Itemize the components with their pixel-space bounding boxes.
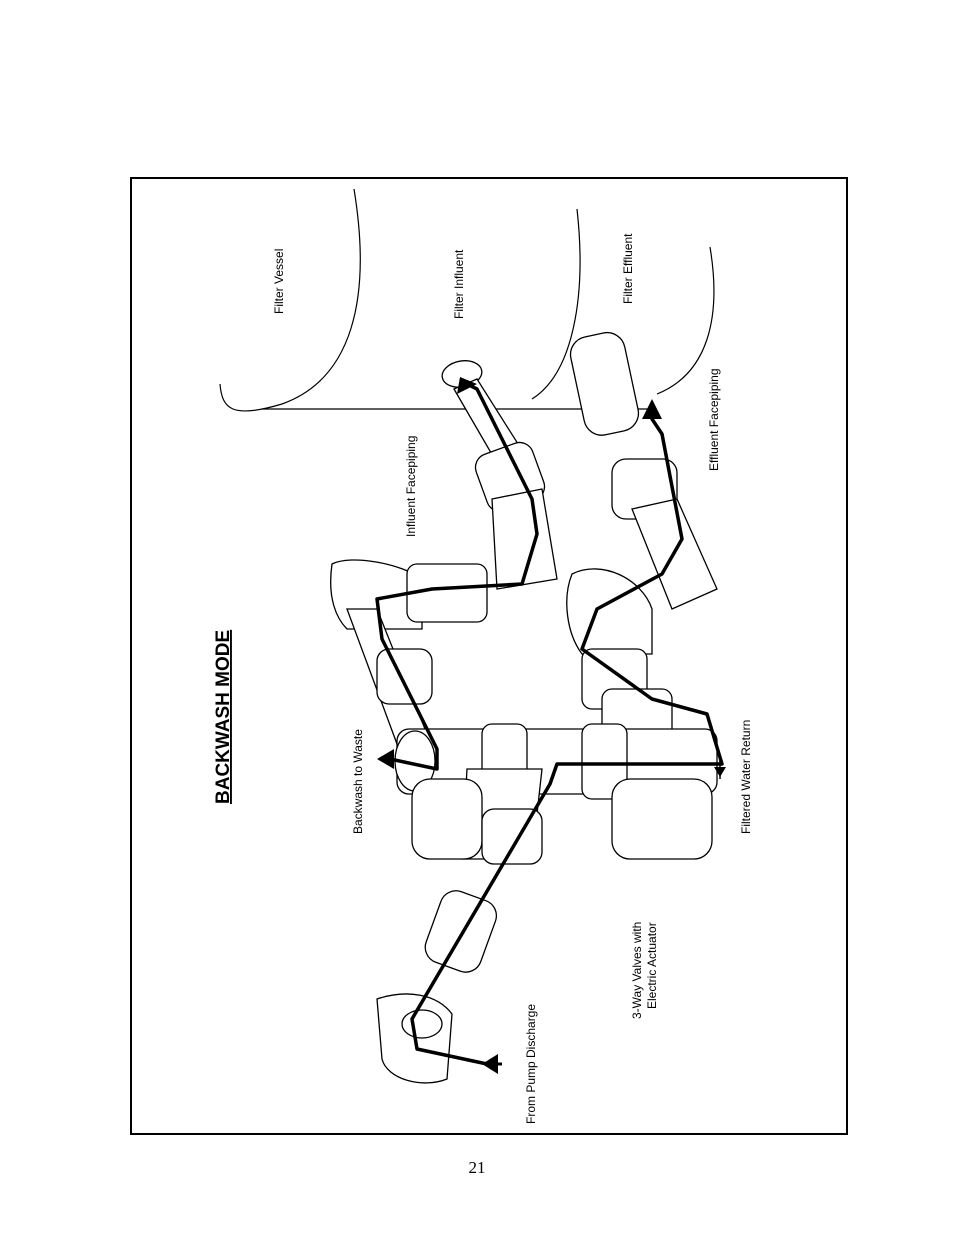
label-filter-vessel: Filter Vessel	[272, 249, 286, 314]
diagram-title: BACKWASH MODE	[213, 630, 234, 804]
effluent-facepiping-drawing	[566, 331, 718, 745]
flow-path-line	[410, 417, 724, 1066]
influent-facepiping-drawing	[330, 360, 558, 745]
label-from-pump-discharge: From Pump Discharge	[524, 1004, 538, 1124]
label-valves-line1: 3-Way Valves with	[630, 922, 644, 1019]
backwash-flow-line	[375, 382, 539, 771]
backwash-diagram: BACKWASH MODE Filter Vessel Filter Influ…	[213, 188, 753, 1124]
effluent-arrowhead	[642, 399, 662, 419]
label-influent-facepiping: Influent Facepiping	[404, 436, 418, 537]
label-filter-influent: Filter Influent	[452, 249, 466, 319]
backwash-to-waste-arrow-icon	[377, 749, 394, 769]
label-filtered-water-return: Filtered Water Return	[739, 720, 753, 834]
page-number: 21	[468, 1158, 486, 1177]
label-filter-effluent: Filter Effluent	[621, 233, 635, 304]
influent-arrowhead	[457, 377, 477, 394]
label-backwash-to-waste: Backwash to Waste	[351, 729, 365, 834]
valve-assembly-drawing	[394, 723, 718, 865]
label-valves-line2: Electric Actuator	[645, 922, 659, 1009]
filtered-water-return-arrow-icon	[714, 767, 726, 777]
figure-frame: BACKWASH MODE Filter Vessel Filter Influ…	[130, 177, 848, 1135]
label-effluent-facepiping: Effluent Facepiping	[707, 368, 721, 471]
pump-discharge-arrow-icon	[482, 1054, 498, 1074]
